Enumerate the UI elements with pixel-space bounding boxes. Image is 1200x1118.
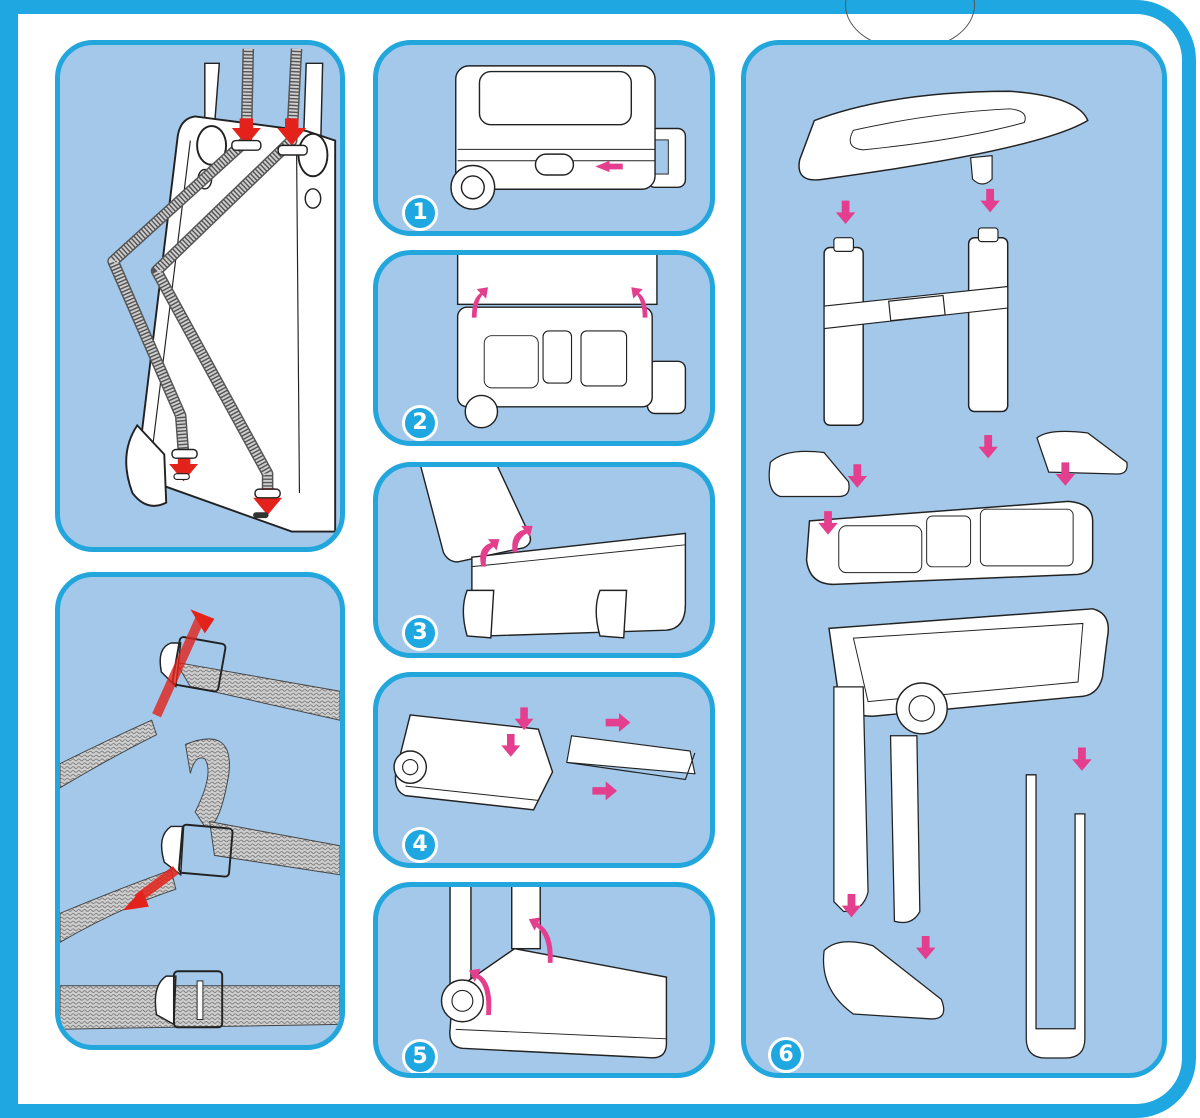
arrow-down-icon	[915, 935, 936, 960]
panel-step-3: 3	[373, 462, 715, 658]
strap-routing-illustration	[107, 48, 337, 533]
arrow-down-icon	[501, 733, 521, 757]
step-number-badge: 2	[402, 405, 438, 441]
suitcase-latch-illustration	[450, 65, 687, 210]
panel-step-6: 6	[741, 40, 1167, 1078]
arrow-down-left-icon	[122, 889, 149, 911]
arrow-curved-up-icon	[512, 525, 533, 553]
arrow-curved-up-icon	[528, 917, 553, 963]
step-number-badge: 5	[402, 1039, 438, 1073]
arrow-down-icon	[1055, 462, 1076, 486]
arrow-down-icon	[841, 893, 862, 918]
arrow-down-icon	[980, 188, 1000, 213]
panel-strap-routing	[55, 40, 345, 552]
buckle-adjust-illustration	[60, 609, 340, 1030]
arrow-down-icon	[169, 454, 199, 482]
arrow-right-icon	[592, 781, 618, 801]
panel-step-2: 2	[373, 250, 715, 446]
arrow-up-icon	[190, 609, 215, 634]
arrow-down-icon	[1072, 747, 1092, 771]
arrow-down-icon	[847, 464, 868, 488]
arrow-right-icon	[605, 713, 631, 733]
arrow-down-icon	[253, 488, 283, 516]
open-lid-illustration	[456, 255, 687, 429]
panel-step-1: 1	[373, 40, 715, 236]
arrow-down-icon	[277, 118, 307, 146]
panel-step-5: 5	[373, 882, 715, 1078]
arrow-curved-up-icon	[469, 968, 492, 1016]
unfold-legs-illustration	[440, 887, 668, 1059]
step-number-badge: 4	[402, 827, 438, 863]
arrow-down-icon	[231, 118, 261, 146]
step-number-badge: 3	[402, 615, 438, 651]
remove-handle-illustration	[393, 707, 696, 811]
panel-strap-buckle	[55, 572, 345, 1050]
arrow-down-icon	[835, 200, 856, 225]
arrow-down-icon	[978, 434, 998, 459]
arrow-left-icon	[595, 160, 623, 173]
step-number-badge: 1	[402, 195, 438, 231]
arrow-curved-up-icon	[631, 287, 648, 318]
exploded-assembly-illustration	[768, 90, 1128, 1059]
arrow-curved-up-icon	[471, 287, 489, 318]
arrow-down-icon	[514, 707, 534, 731]
arrow-down-icon	[818, 511, 838, 535]
lift-lid-illustration	[420, 467, 687, 639]
step-number-badge: 6	[768, 1037, 804, 1073]
panel-step-4: 4	[373, 672, 715, 868]
arrow-curved-up-icon	[480, 539, 500, 567]
